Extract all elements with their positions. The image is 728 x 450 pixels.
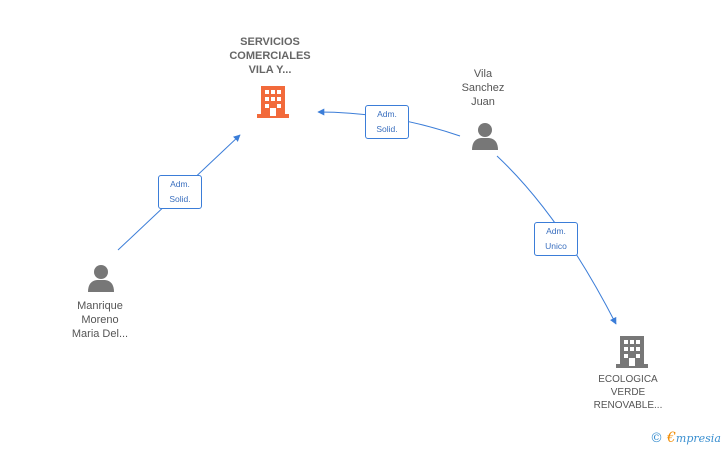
brand-logo-text: mpresia bbox=[675, 432, 721, 445]
person-name-line: Manrique bbox=[77, 300, 123, 312]
person-label-manrique[interactable]: Manrique Moreno Maria Del... bbox=[55, 299, 145, 341]
building-icon[interactable] bbox=[616, 336, 648, 368]
building-icon[interactable] bbox=[257, 86, 289, 118]
company-label-ecologica[interactable]: ECOLOGICA VERDE RENOVABLE... bbox=[578, 373, 678, 412]
person-name-line: Vila bbox=[473, 68, 493, 80]
company-name-line: SERVICIOS bbox=[240, 36, 300, 48]
edge-label-vila-servicios: Adm. Solid. bbox=[365, 105, 409, 139]
copyright-symbol: © bbox=[650, 431, 663, 446]
person-name-line: Juan bbox=[471, 96, 495, 108]
company-name-line: VILA Y... bbox=[248, 64, 292, 76]
brand-footer: © €mpresia bbox=[650, 430, 721, 446]
person-icon[interactable] bbox=[88, 265, 114, 292]
edge-label-manrique-servicios: Adm. Solid. bbox=[158, 175, 202, 209]
company-name-line: RENOVABLE... bbox=[593, 400, 663, 411]
person-label-vila[interactable]: Vila Sanchez Juan bbox=[445, 67, 521, 109]
company-label-servicios[interactable]: SERVICIOS COMERCIALES VILA Y... bbox=[205, 35, 335, 77]
person-name-line: Moreno bbox=[81, 314, 119, 326]
company-name-line: ECOLOGICA bbox=[598, 374, 658, 385]
brand-logo-initial: € bbox=[667, 430, 676, 446]
company-name-line: VERDE bbox=[610, 387, 646, 398]
person-name-line: Sanchez bbox=[461, 82, 505, 94]
person-icon[interactable] bbox=[472, 123, 498, 150]
edge-label-vila-ecologica: Adm. Unico bbox=[534, 222, 578, 256]
company-name-line: COMERCIALES bbox=[229, 50, 311, 62]
person-name-line: Maria Del... bbox=[71, 328, 129, 340]
